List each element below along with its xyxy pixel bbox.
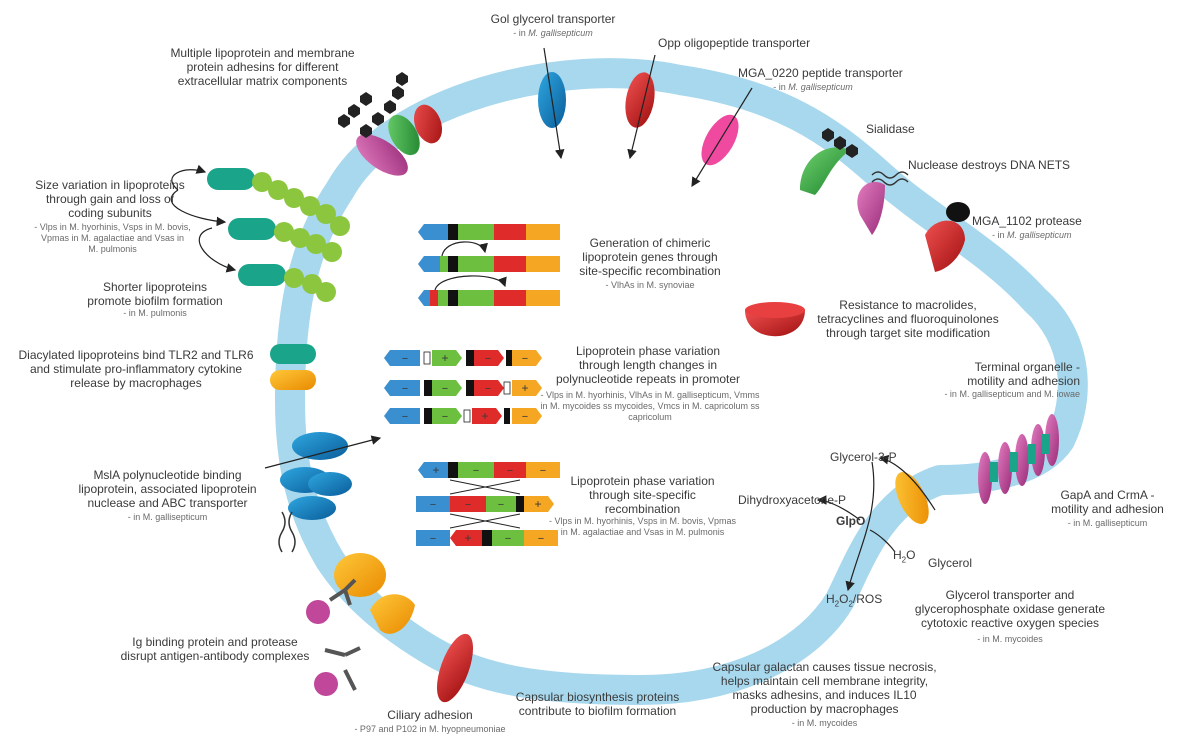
dhap-label: Dihydroxyacetone-P: [738, 493, 847, 507]
ciliary-adhesin: [436, 633, 474, 703]
svg-text:−: −: [430, 533, 436, 545]
svg-text:−: −: [402, 383, 408, 395]
sialidase-label: Sialidase: [866, 122, 915, 136]
mga0220-sub: - in M. gallisepticum: [773, 82, 853, 92]
svg-text:−: −: [505, 533, 511, 545]
svg-text:−: −: [538, 533, 544, 545]
gapa-crma: [978, 414, 1059, 504]
svg-text:−: −: [473, 465, 479, 477]
svg-text:+: +: [432, 463, 439, 477]
galactan-text: Capsular galactan causes tissue necrosis…: [712, 660, 937, 716]
phase-variation-recombination-genes: + − − − − − − + − + − −: [416, 462, 560, 546]
lipoprotein-chains: [207, 168, 350, 302]
adhesin-red: [413, 104, 443, 144]
h2o-label: H2O: [893, 548, 916, 565]
nuclease-label: Nuclease destroys DNA NETS: [908, 158, 1071, 172]
size-variation-sub: - Vlps in M. hyorhinis, Vsps in M. bovis…: [34, 222, 191, 254]
gapa-sub: - in M. gallisepticum: [1067, 518, 1148, 528]
ciliary-sub: - P97 and P102 in M. hyopneumoniae: [354, 724, 506, 734]
chimeric-sub: - VlhAs in M. synoviae: [605, 280, 695, 290]
shorter-sub: - in M. pulmonis: [123, 308, 187, 318]
tlr-text: Diacylated lipoproteins bind TLR2 and TL…: [18, 348, 254, 390]
chimeric-genes: [418, 224, 560, 306]
mga1102-title: MGA_1102 protease: [972, 214, 1082, 228]
mga1102-sub: - in M. gallisepticum: [992, 230, 1072, 240]
tlr-lipoprotein-orange: [270, 370, 316, 390]
mga1102-protease: [925, 220, 965, 272]
svg-text:−: −: [507, 465, 513, 477]
svg-text:−: −: [442, 411, 448, 423]
glycerol3p-label: Glycerol-3-P: [830, 450, 897, 464]
tlr-lipoprotein-teal: [270, 344, 316, 364]
phase-variation-promoter-genes: − + − − − − − + − − + −: [384, 350, 542, 424]
glycerol-transporter: [895, 472, 929, 524]
ig-binding-complex: [306, 553, 415, 696]
svg-text:−: −: [522, 411, 528, 423]
msla-complex: [280, 432, 352, 520]
svg-text:−: −: [402, 353, 408, 365]
gapa-text: GapA and CrmA -motility and adhesion: [1051, 488, 1164, 516]
h2o2-label: H2O2/ROS: [826, 592, 883, 609]
macrolide-text: Resistance to macrolides,tetracyclines a…: [817, 298, 999, 340]
msla-sub: - in M. gallisepticum: [127, 512, 208, 522]
gol-title: Gol glycerol transporter: [490, 12, 616, 26]
terminal-sub: - in M. gallisepticum and M. iowae: [944, 389, 1080, 399]
glycan-chains: [338, 72, 408, 138]
svg-text:−: −: [522, 353, 528, 365]
pv1-sub: - Vlps in M. hyorhinis, VlhAs in M. gall…: [540, 390, 760, 422]
svg-text:+: +: [481, 409, 488, 423]
nuclease-protein: [857, 181, 885, 235]
svg-text:+: +: [464, 531, 471, 545]
svg-text:−: −: [465, 499, 471, 511]
opp-title: Opp oligopeptide transporter: [658, 36, 811, 50]
adhesin-magenta: [356, 134, 408, 176]
glpo-label: GlpO: [836, 514, 866, 528]
galactan-sub: - in M. mycoides: [791, 718, 858, 728]
svg-text:−: −: [430, 499, 436, 511]
svg-text:−: −: [485, 353, 491, 365]
glycerol-transporter-sub: - in M. mycoides: [977, 634, 1043, 644]
svg-text:−: −: [402, 411, 408, 423]
svg-text:−: −: [540, 465, 546, 477]
ciliary-text: Ciliary adhesion: [387, 708, 473, 722]
svg-text:−: −: [485, 383, 491, 395]
svg-text:+: +: [441, 351, 448, 365]
terminal-text: Terminal organelle -motility and adhesio…: [967, 360, 1080, 388]
glycerol-label: Glycerol: [928, 556, 973, 570]
sialidase-protein: [800, 147, 850, 195]
svg-text:−: −: [442, 383, 448, 395]
adhesin-green: [388, 114, 420, 156]
svg-text:+: +: [534, 497, 541, 511]
pv2-sub: - Vlps in M. hyorhinis, Vsps in M. bovis…: [548, 516, 737, 537]
gol-sub: - in M. gallisepticum: [513, 28, 593, 38]
svg-text:+: +: [521, 381, 528, 395]
svg-text:−: −: [498, 499, 504, 511]
mga0220-title: MGA_0220 peptide transporter: [738, 66, 903, 80]
